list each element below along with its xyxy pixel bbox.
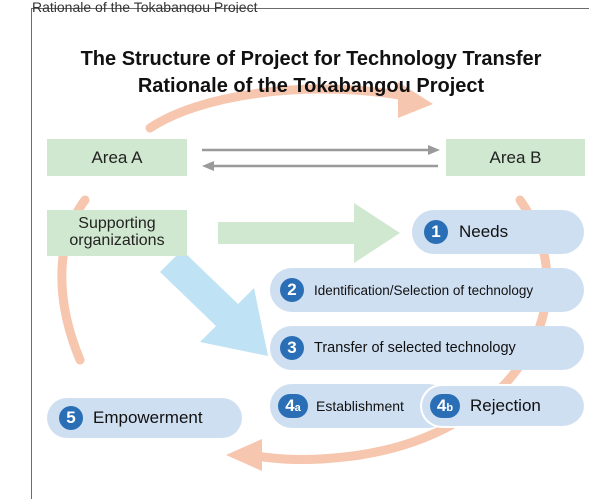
- step-establishment-label: Establishment: [316, 398, 404, 414]
- step-empowerment-label: Empowerment: [93, 408, 203, 427]
- title-line-1: The Structure of Project for Technology …: [80, 48, 542, 70]
- step-identification: 2 Identification/Selection of technology: [270, 268, 584, 312]
- cycle-arrowhead-bottom: [226, 439, 262, 471]
- step-empowerment: 5 Empowerment: [47, 398, 242, 438]
- area-a-box: Area A: [47, 139, 187, 176]
- step-3-number: 3: [280, 336, 304, 360]
- step-2-number: 2: [280, 278, 304, 302]
- diagram-frame: Rationale of the Tokabangou Project: [31, 0, 589, 499]
- step-1-number: 1: [424, 220, 448, 244]
- blue-diagonal-arrow: [160, 250, 268, 356]
- green-arrow: [218, 203, 400, 263]
- area-a-label: Area A: [91, 147, 143, 167]
- step-needs: 1 Needs: [412, 210, 584, 254]
- area-b-label: Area B: [489, 147, 542, 167]
- area-b-box: Area B: [446, 139, 585, 176]
- step-transfer-label: Transfer of selected technology: [314, 340, 516, 356]
- step-identification-label: Identification/Selection of technology: [314, 282, 534, 298]
- cycle-arrowhead-top: [398, 82, 433, 118]
- supporting-organizations-box: Supporting organizations: [47, 210, 187, 256]
- cut-off-header: Rationale of the Tokabangou Project: [32, 0, 258, 13]
- step-needs-label: Needs: [459, 222, 509, 241]
- title-line-2: Rationale of the Tokabangou Project: [137, 75, 485, 97]
- step-rejection-label: Rejection: [470, 396, 541, 415]
- step-5-number: 5: [59, 406, 83, 430]
- supporting-line-2: organizations: [69, 232, 165, 249]
- step-transfer: 3 Transfer of selected technology: [270, 326, 584, 370]
- supporting-line-1: Supporting: [78, 215, 156, 233]
- exchange-arrows: [202, 145, 440, 171]
